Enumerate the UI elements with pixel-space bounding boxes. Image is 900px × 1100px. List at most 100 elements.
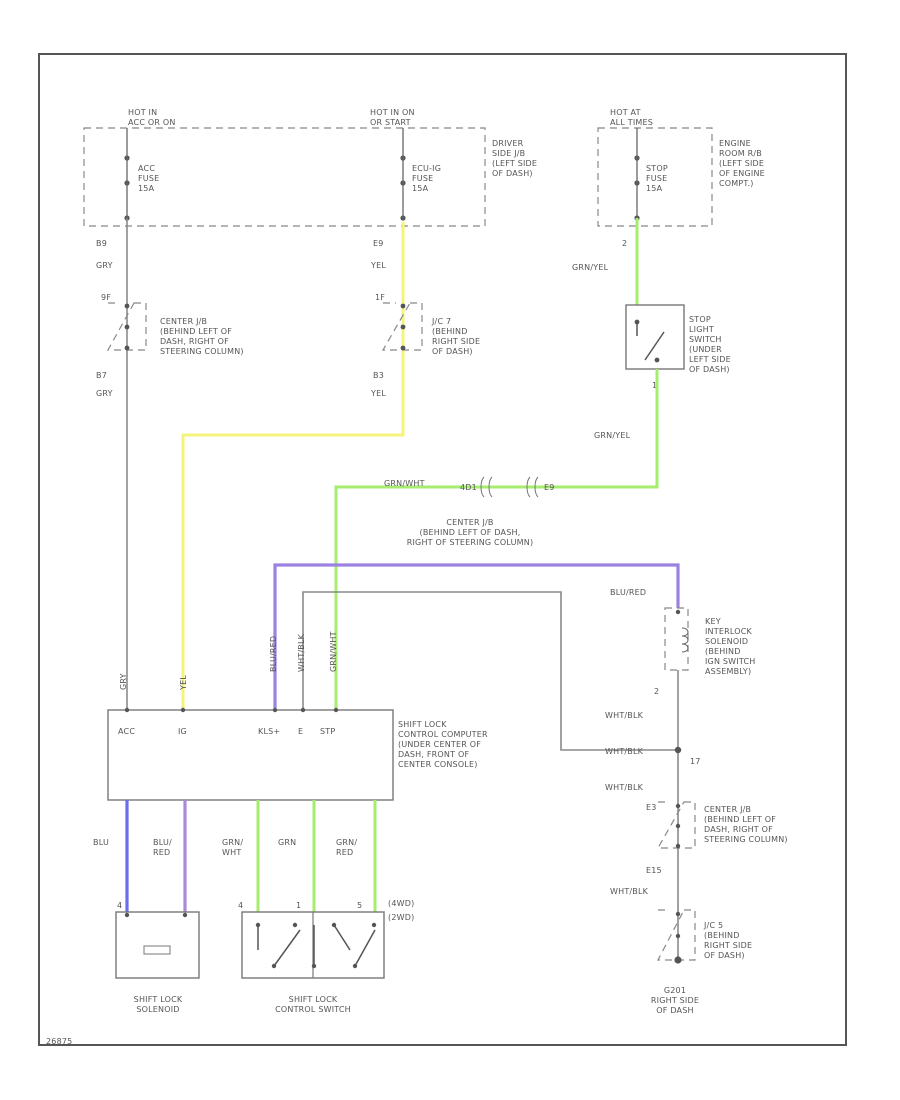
text-line: INTERLOCK — [705, 627, 752, 636]
ecu-vert-blured: BLU/RED — [269, 636, 278, 672]
acc-top-pin: B9 — [96, 239, 107, 248]
shift-lock-solenoid — [115, 911, 200, 979]
blu-red-low-label: BLU/RED — [153, 838, 172, 857]
text-line: OR START — [370, 118, 411, 127]
text-line: CONTROL COMPUTER — [398, 730, 488, 739]
acc-bottom-color: GRY — [96, 389, 113, 398]
text-line: (BEHIND LEFT OF — [160, 327, 232, 336]
text-line: OF DASH — [656, 1006, 693, 1015]
pin-17: 17 — [690, 757, 701, 766]
acc-top-color: GRY — [96, 261, 113, 270]
text-line: (LEFT SIDE — [492, 159, 537, 168]
ecu-pin-stp: STP — [320, 727, 335, 736]
text-line: SHIFT LOCK — [398, 720, 447, 729]
mode-4wd: (4WD) — [388, 899, 414, 908]
whtblk-3: WHT/BLK — [605, 783, 644, 792]
mode-2wd: (2WD) — [388, 913, 414, 922]
text-line: CENTER J/B — [160, 317, 207, 326]
wht-blk-ecu-wire — [302, 591, 678, 751]
pin-e15: E15 — [646, 866, 662, 875]
text-line: ACC OR ON — [128, 118, 176, 127]
text-line: CONTROL SWITCH — [275, 1005, 351, 1014]
stop-top-color: GRN/YEL — [572, 263, 609, 272]
text-line: 15A — [646, 184, 663, 193]
text-line: STOP — [646, 164, 668, 173]
jc5-connector — [657, 909, 696, 964]
ig-top-pin: E9 — [373, 239, 384, 248]
text-line: COMPT.) — [719, 179, 754, 188]
text-line: ENGINE — [719, 139, 751, 148]
center-jb-2-text: CENTER J/B(BEHIND LEFT OF DASH,RIGHT OF … — [407, 518, 534, 547]
ecu-pin-kls: KLS+ — [258, 727, 280, 736]
text-line: 15A — [138, 184, 155, 193]
conn-a-label: 4D1 — [460, 483, 477, 492]
blu-label: BLU — [93, 838, 109, 847]
text-line: SIDE J/B — [492, 149, 525, 158]
text-line: STEERING COLUMN) — [704, 835, 788, 844]
text-line: OF ENGINE — [719, 169, 765, 178]
ecu-vert-yel: YEL — [179, 675, 188, 691]
text-line: OF DASH) — [689, 365, 730, 374]
text-line: FUSE — [412, 174, 433, 183]
text-line: (BEHIND LEFT OF — [704, 815, 776, 824]
text-line: FUSE — [138, 174, 159, 183]
num-4-sw: 4 — [238, 901, 243, 910]
text-line: STOP — [689, 315, 711, 324]
text-line: RIGHT SIDE — [651, 996, 699, 1005]
text-line: ACC — [138, 164, 155, 173]
grn-wht-horizontal: GRN/WHT — [384, 479, 425, 488]
text-line: (UNDER CENTER OF — [398, 740, 481, 749]
num-4-sol: 4 — [117, 901, 122, 910]
center-jb-3-connector — [656, 801, 696, 849]
text-line: KEY — [705, 617, 721, 626]
text-line: (UNDER — [689, 345, 722, 354]
ecu-vert-whtblk: WHT/BLK — [297, 633, 306, 672]
ecu-pin-acc: ACC — [118, 727, 135, 736]
text-line: (LEFT SIDE — [719, 159, 764, 168]
acc-conn-label: 9F — [101, 293, 111, 302]
text-line: LEFT SIDE — [689, 355, 731, 364]
text-line: RIGHT OF STEERING COLUMN) — [407, 538, 534, 547]
stop-lower-wire — [334, 369, 659, 708]
ecu-vert-gry: GRY — [119, 673, 128, 690]
text-line: FUSE — [646, 174, 667, 183]
stop-pin-top: 2 — [622, 239, 627, 248]
text-line: RIGHT SIDE — [704, 941, 752, 950]
text-line: ASSEMBLY) — [705, 667, 751, 676]
inline-connector: 4D1 E9 — [460, 476, 555, 498]
text-line: GRN/ — [222, 838, 243, 847]
num-5-sw: 5 — [357, 901, 362, 910]
conn-b-label: E9 — [544, 483, 555, 492]
text-line: (BEHIND LEFT OF DASH, — [420, 528, 521, 537]
text-line: RED — [336, 848, 353, 857]
whtblk-1: WHT/BLK — [605, 711, 644, 720]
blu-red-wire — [273, 563, 680, 708]
splice-dot — [674, 746, 682, 754]
engine-room-rb-enclosure — [597, 127, 713, 227]
text-line: CENTER CONSOLE) — [398, 760, 478, 769]
num-1-sw: 1 — [296, 901, 301, 910]
text-line: DASH, RIGHT OF — [704, 825, 773, 834]
text-line: DASH, FRONT OF — [398, 750, 469, 759]
text-line: (BEHIND — [704, 931, 740, 940]
blu-red-top-label: BLU/RED — [610, 588, 646, 597]
text-line: G201 — [664, 986, 686, 995]
text-line: 15A — [412, 184, 429, 193]
text-line: RED — [153, 848, 170, 857]
text-line: IGN SWITCH — [705, 657, 755, 666]
